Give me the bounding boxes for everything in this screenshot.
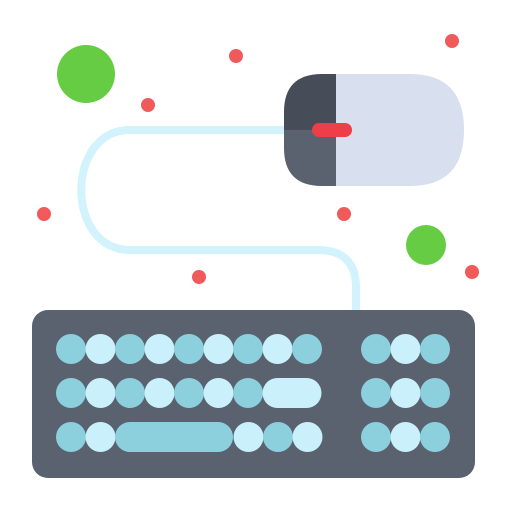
key	[390, 422, 421, 452]
red-dot	[192, 270, 206, 284]
key	[420, 422, 450, 452]
mouse-left-top	[284, 74, 336, 130]
red-dot	[229, 49, 243, 63]
key	[56, 422, 86, 452]
mouse-icon	[284, 74, 464, 186]
key	[390, 334, 421, 364]
key	[292, 334, 322, 364]
key	[174, 378, 204, 408]
key	[115, 378, 145, 408]
decorative-dots	[37, 34, 479, 284]
key	[144, 378, 175, 408]
key	[56, 334, 86, 364]
key	[420, 378, 450, 408]
key	[85, 378, 116, 408]
key	[361, 378, 391, 408]
key	[233, 334, 263, 364]
wide-key	[262, 378, 322, 408]
key	[233, 378, 263, 408]
space-bar	[115, 422, 233, 452]
key	[85, 334, 116, 364]
green-dot-large	[57, 45, 115, 103]
key	[203, 378, 234, 408]
key	[420, 334, 450, 364]
key	[115, 334, 145, 364]
mouse-right-half	[336, 74, 464, 186]
mouse-left-bottom	[284, 130, 336, 186]
red-dot	[445, 34, 459, 48]
key	[174, 334, 204, 364]
scroll-wheel-icon	[312, 123, 352, 137]
key	[85, 422, 116, 452]
key	[144, 334, 175, 364]
red-dot	[141, 98, 155, 112]
red-dot	[37, 207, 51, 221]
green-dot-small	[406, 225, 446, 265]
key	[292, 422, 323, 452]
keyboard-keys	[56, 334, 450, 452]
key	[203, 334, 234, 364]
key	[262, 334, 293, 364]
mouse-cable	[77, 126, 360, 318]
key	[361, 334, 391, 364]
key	[233, 422, 264, 452]
red-dot	[465, 265, 479, 279]
key	[56, 378, 86, 408]
key	[361, 422, 391, 452]
key	[263, 422, 293, 452]
red-dot	[337, 207, 351, 221]
key	[390, 378, 421, 408]
